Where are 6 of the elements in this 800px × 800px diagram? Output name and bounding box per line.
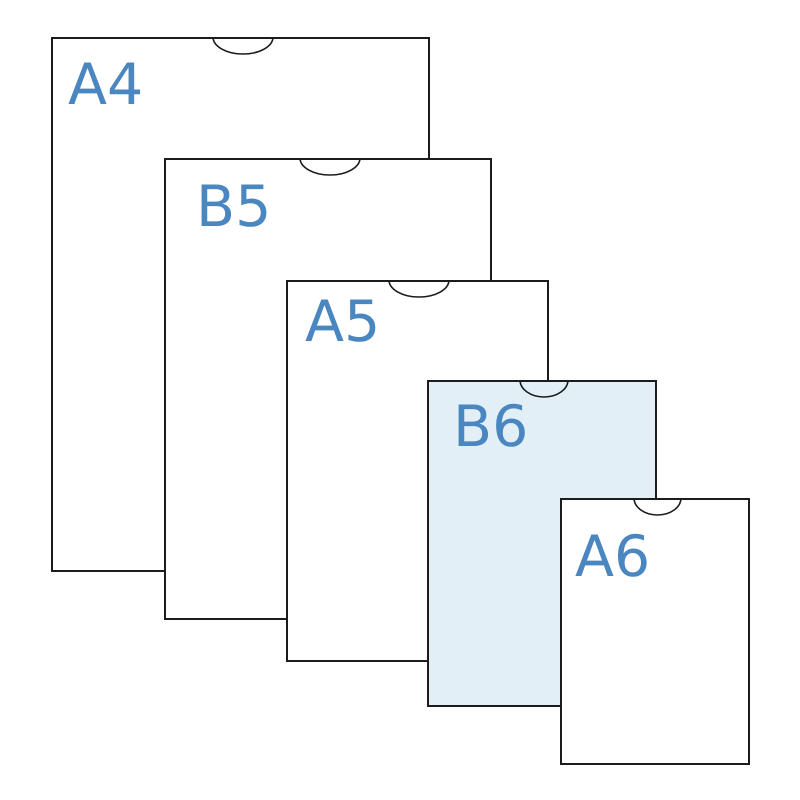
paper-size-label: A5: [305, 294, 380, 351]
paper-size-label: A4: [68, 57, 144, 114]
paper-size-label: B5: [196, 179, 272, 236]
paper-size-label: B6: [453, 399, 528, 456]
paper-sheet: [560, 498, 750, 765]
paper-size-label: A6: [575, 529, 650, 586]
